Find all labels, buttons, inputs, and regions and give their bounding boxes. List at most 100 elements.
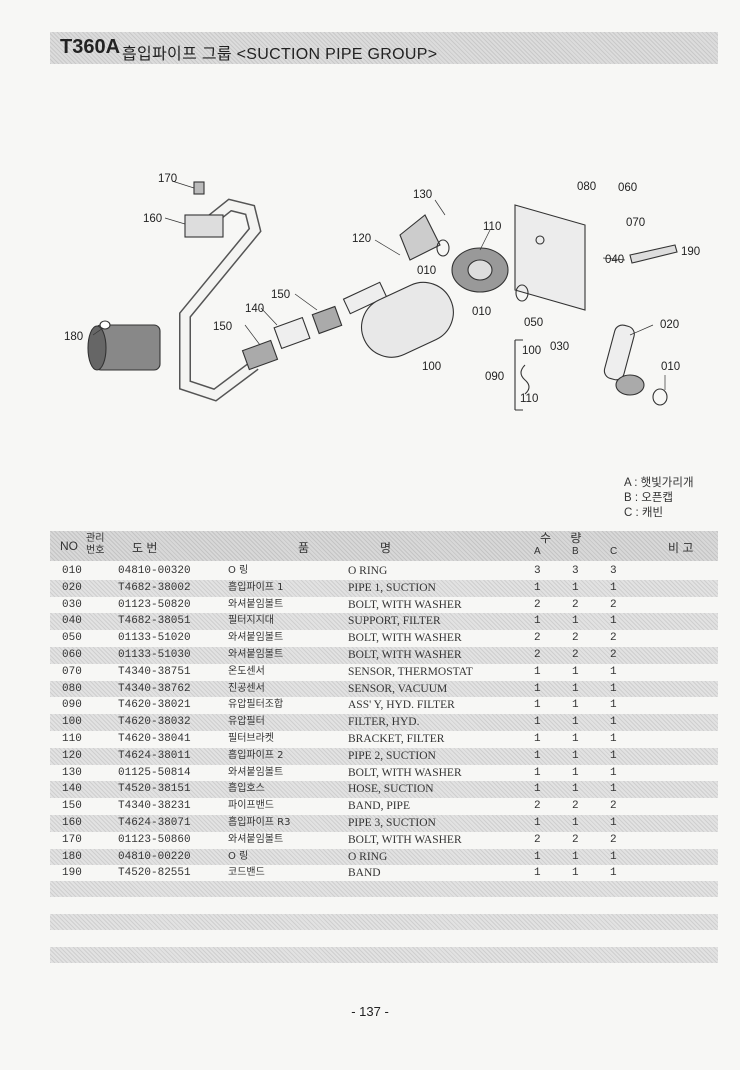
cell-c: 3 [610,565,617,577]
cell-no: 070 [62,665,82,678]
cell-en: SUPPORT, FILTER [348,615,441,628]
cell-no: 110 [62,732,82,745]
blank-row [50,914,718,930]
callout-label: 100 [522,345,541,357]
cell-kr: 유압필터 [228,716,265,728]
cell-no: 020 [62,581,82,594]
parts-table-header: NO 관리 번호 도 번 품 명 수 량 A B C 비 고 [50,531,718,561]
cell-no: 010 [62,565,82,577]
cell-b: 1 [572,665,579,678]
header-name: 명 [380,541,392,555]
cell-a: 1 [534,615,541,628]
callout-label: 110 [520,393,538,405]
page-title: 흡입파이프 그룹 <SUCTION PIPE GROUP> [122,46,438,63]
cell-no: 140 [62,783,82,796]
cell-pn: 01133-51030 [118,648,191,661]
cell-a: 2 [534,833,541,846]
cell-pn: 01125-50814 [118,766,191,779]
cell-kr: 파이프밴드 [228,800,274,812]
cell-kr: 와셔붙임볼트 [228,766,284,778]
cell-kr: O 링 [228,565,249,576]
cell-a: 2 [534,632,541,645]
cell-a: 1 [534,867,541,880]
callout-label: 140 [245,303,264,315]
cell-a: 1 [534,850,541,863]
cell-pn: 04810-00220 [118,850,191,863]
cell-kr: 흡입파이프 R3 [228,816,291,828]
cell-pn: 01123-50860 [118,833,191,846]
cell-pn: 01123-50820 [118,598,191,611]
blank-row [50,881,718,897]
cell-pn: T4340-38751 [118,665,191,678]
cell-en: O RING [348,565,388,577]
callout-labels: 170 160 130 080 060 070 110 120 010 040 … [64,173,700,405]
cell-b: 1 [572,867,579,880]
cell-pn: T4520-38151 [118,783,191,796]
cell-en: PIPE 1, SUCTION [348,581,436,594]
cell-en: SENSOR, VACUUM [348,682,448,695]
cell-a: 1 [534,665,541,678]
cell-no: 120 [62,749,82,762]
cell-b: 1 [572,816,579,829]
cell-pn: T4682-38051 [118,615,191,628]
header-a: A [534,546,541,557]
header-c: C [610,546,618,557]
cell-b: 2 [572,800,579,813]
cell-en: BOLT, WITH WASHER [348,833,462,846]
cell-b: 1 [572,783,579,796]
cell-en: BRACKET, FILTER [348,732,445,745]
callout-label: 070 [626,217,645,229]
cell-en: FILTER, HYD. [348,716,420,729]
cell-a: 2 [534,648,541,661]
cell-kr: 온도센서 [228,665,265,677]
cell-b: 1 [572,716,579,729]
cell-a: 1 [534,699,541,712]
cell-no: 080 [62,682,82,695]
cell-a: 1 [534,783,541,796]
cell-pn: T4624-38011 [118,749,191,762]
cell-pn: T4682-38002 [118,581,191,594]
cell-pn: T4620-38032 [118,716,191,729]
callout-label: 010 [472,306,491,318]
cell-b: 1 [572,699,579,712]
cell-c: 1 [610,732,617,745]
cell-en: BOLT, WITH WASHER [348,632,462,645]
cell-en: PIPE 2, SUCTION [348,749,436,762]
cell-b: 2 [572,632,579,645]
cell-c: 1 [610,665,617,678]
cell-kr: 와셔붙임볼트 [228,598,284,610]
cell-b: 1 [572,682,579,695]
table-row: 070 T4340-38751 온도센서 SENSOR, THERMOSTAT 1 1 1 [50,664,718,681]
cell-kr: 와셔붙임볼트 [228,632,284,644]
cell-kr: 진공센서 [228,682,265,694]
cell-no: 060 [62,648,82,661]
cell-en: BAND, PIPE [348,800,410,813]
cell-en: ASS' Y, HYD. FILTER [348,699,455,712]
cell-kr: 흡입호스 [228,783,265,795]
cell-en: BOLT, WITH WASHER [348,598,462,611]
legend: A : 햇빛가리개 B : 오픈캡 C : 캐빈 [624,476,694,521]
cell-b: 1 [572,581,579,594]
cell-c: 1 [610,699,617,712]
cell-a: 3 [534,565,541,577]
cell-en: PIPE 3, SUCTION [348,816,436,829]
header-part: 품 [298,541,310,555]
cell-en: BOLT, WITH WASHER [348,648,462,661]
cell-kr: O 링 [228,850,249,862]
page-title-bar: T360A 흡입파이프 그룹 <SUCTION PIPE GROUP> [50,32,718,64]
cell-en: SENSOR, THERMOSTAT [348,665,473,678]
cell-b: 1 [572,615,579,628]
legend-item: C : 캐빈 [624,507,664,519]
cell-en: BOLT, WITH WASHER [348,766,462,779]
cell-no: 050 [62,632,82,645]
cell-kr: 유압필터조합 [228,699,284,711]
model-code: T360A [60,36,121,58]
